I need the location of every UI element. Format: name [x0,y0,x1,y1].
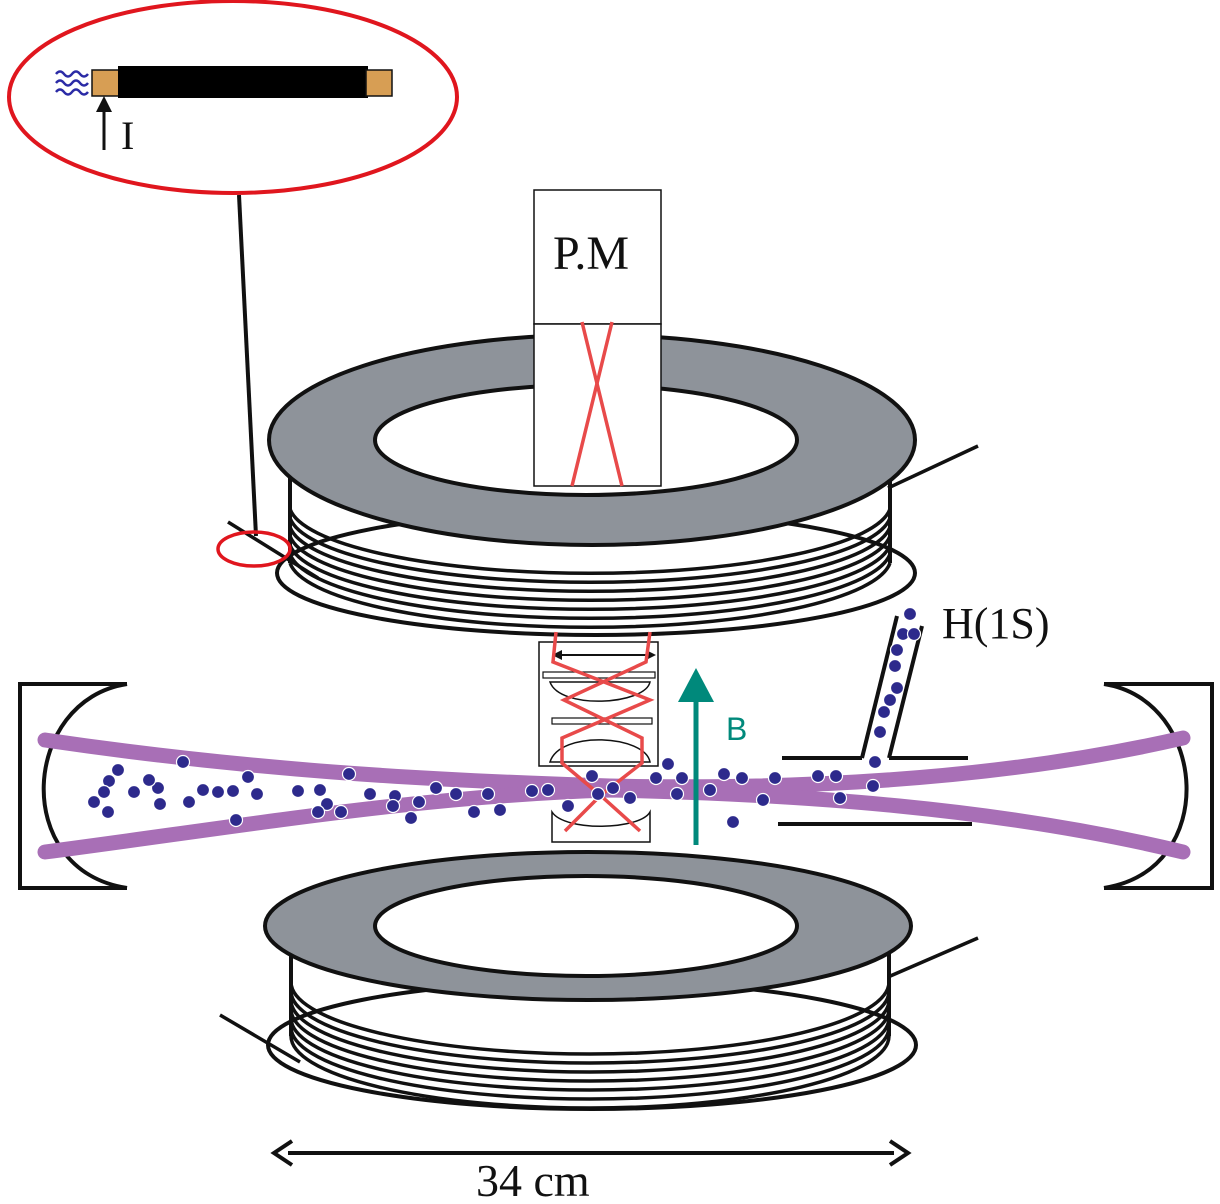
zoom-marker [216,530,292,568]
field-label: B [726,711,747,747]
collection-optics [538,631,659,843]
atom-dot [96,784,112,800]
atom-dot [669,786,685,802]
atom-dot [648,770,664,786]
field-arrow-icon [678,668,714,845]
atom-dot [480,786,496,802]
atom-dot [333,804,349,820]
zoom-ellipse [7,0,459,195]
atom-dot [832,790,848,806]
atom-dot [86,794,102,810]
atom-dot [767,770,783,786]
atom-dot [560,798,576,814]
atom-dot [310,804,326,820]
atom-dot [702,782,718,798]
atom-dot [181,794,197,810]
atom-dot [152,796,168,812]
atom-dot [524,783,540,799]
atom-dot [150,780,166,796]
atom-dot [889,680,905,696]
current-label: I [121,113,134,158]
atom-dot [228,812,244,828]
lower-coil-lead-right [887,936,979,979]
lens-lower [551,809,651,843]
atom-dot [249,786,265,802]
wire-zoom-callout: I [7,0,459,537]
lower-coil-top [262,850,914,1002]
photomultiplier: P.M [533,189,662,487]
current-arrow-icon [96,96,112,150]
atom-dot [584,768,600,784]
atom-dot [902,606,918,622]
atom-dot [110,762,126,778]
atom-dot [674,770,690,786]
atom-dot [141,772,157,788]
hydrogen-atoms [86,606,922,830]
upper-coil [216,333,979,637]
atom-dot [810,768,826,784]
right-cavity-mirror [1103,682,1214,890]
atom-dot [210,784,226,800]
atom-dot [448,786,464,802]
atom-dot [290,783,306,799]
atom-dot [540,782,556,798]
upper-coil-top [266,333,918,547]
pm-box [533,189,662,325]
atom-dot [889,642,905,658]
atom-dot [195,782,211,798]
atom-dot [872,724,888,740]
atom-dot [605,780,621,796]
atom-dot [240,769,256,785]
atom-dot [362,786,378,802]
atom-dot [716,766,732,782]
atom-dot [828,768,844,784]
atom-dot [876,704,892,720]
dimension-label: 34 cm [476,1155,590,1204]
atom-dot [175,754,191,770]
upper-coil-lead-right [887,444,979,490]
lens-middle [548,739,651,763]
lower-coil-windings [289,981,891,1110]
atom-dot [725,814,741,830]
atom-dot [312,782,328,798]
left-cavity-mirror [18,682,128,890]
atom-dot [887,658,903,674]
atom-dot [126,784,142,800]
atom-dot [341,766,357,782]
atom-dot [100,804,116,820]
atom-dot [466,804,482,820]
atom-dot [882,692,898,708]
atom-dot [622,790,638,806]
atom-dot [755,792,771,808]
wire-core [118,66,368,98]
wire-cap-left [91,69,121,97]
atom-dot [319,796,335,812]
atom-dot [867,754,883,770]
atom-dot [403,810,419,826]
double-arrow-icon [270,1139,912,1167]
pm-label: P.M [553,227,629,280]
lower-coil-lead-left [219,1013,301,1064]
atom-label: H(1S) [942,599,1050,648]
wave-icon [55,70,89,96]
atom-dot [660,756,676,772]
pm-optics [533,323,662,487]
atom-dot [734,770,750,786]
atom-dot [865,778,881,794]
atom-dot [411,794,427,810]
atom-dot [906,626,922,642]
lower-coil [219,850,979,1111]
wire-cap-right [365,69,393,97]
atom-dot [590,786,606,802]
atom-dot [428,780,444,796]
atomic-beam-inlet [778,615,972,826]
atom-dot [492,802,508,818]
atom-dot [385,798,401,814]
atom-dot [225,783,241,799]
upper-coil-windings [288,508,892,630]
